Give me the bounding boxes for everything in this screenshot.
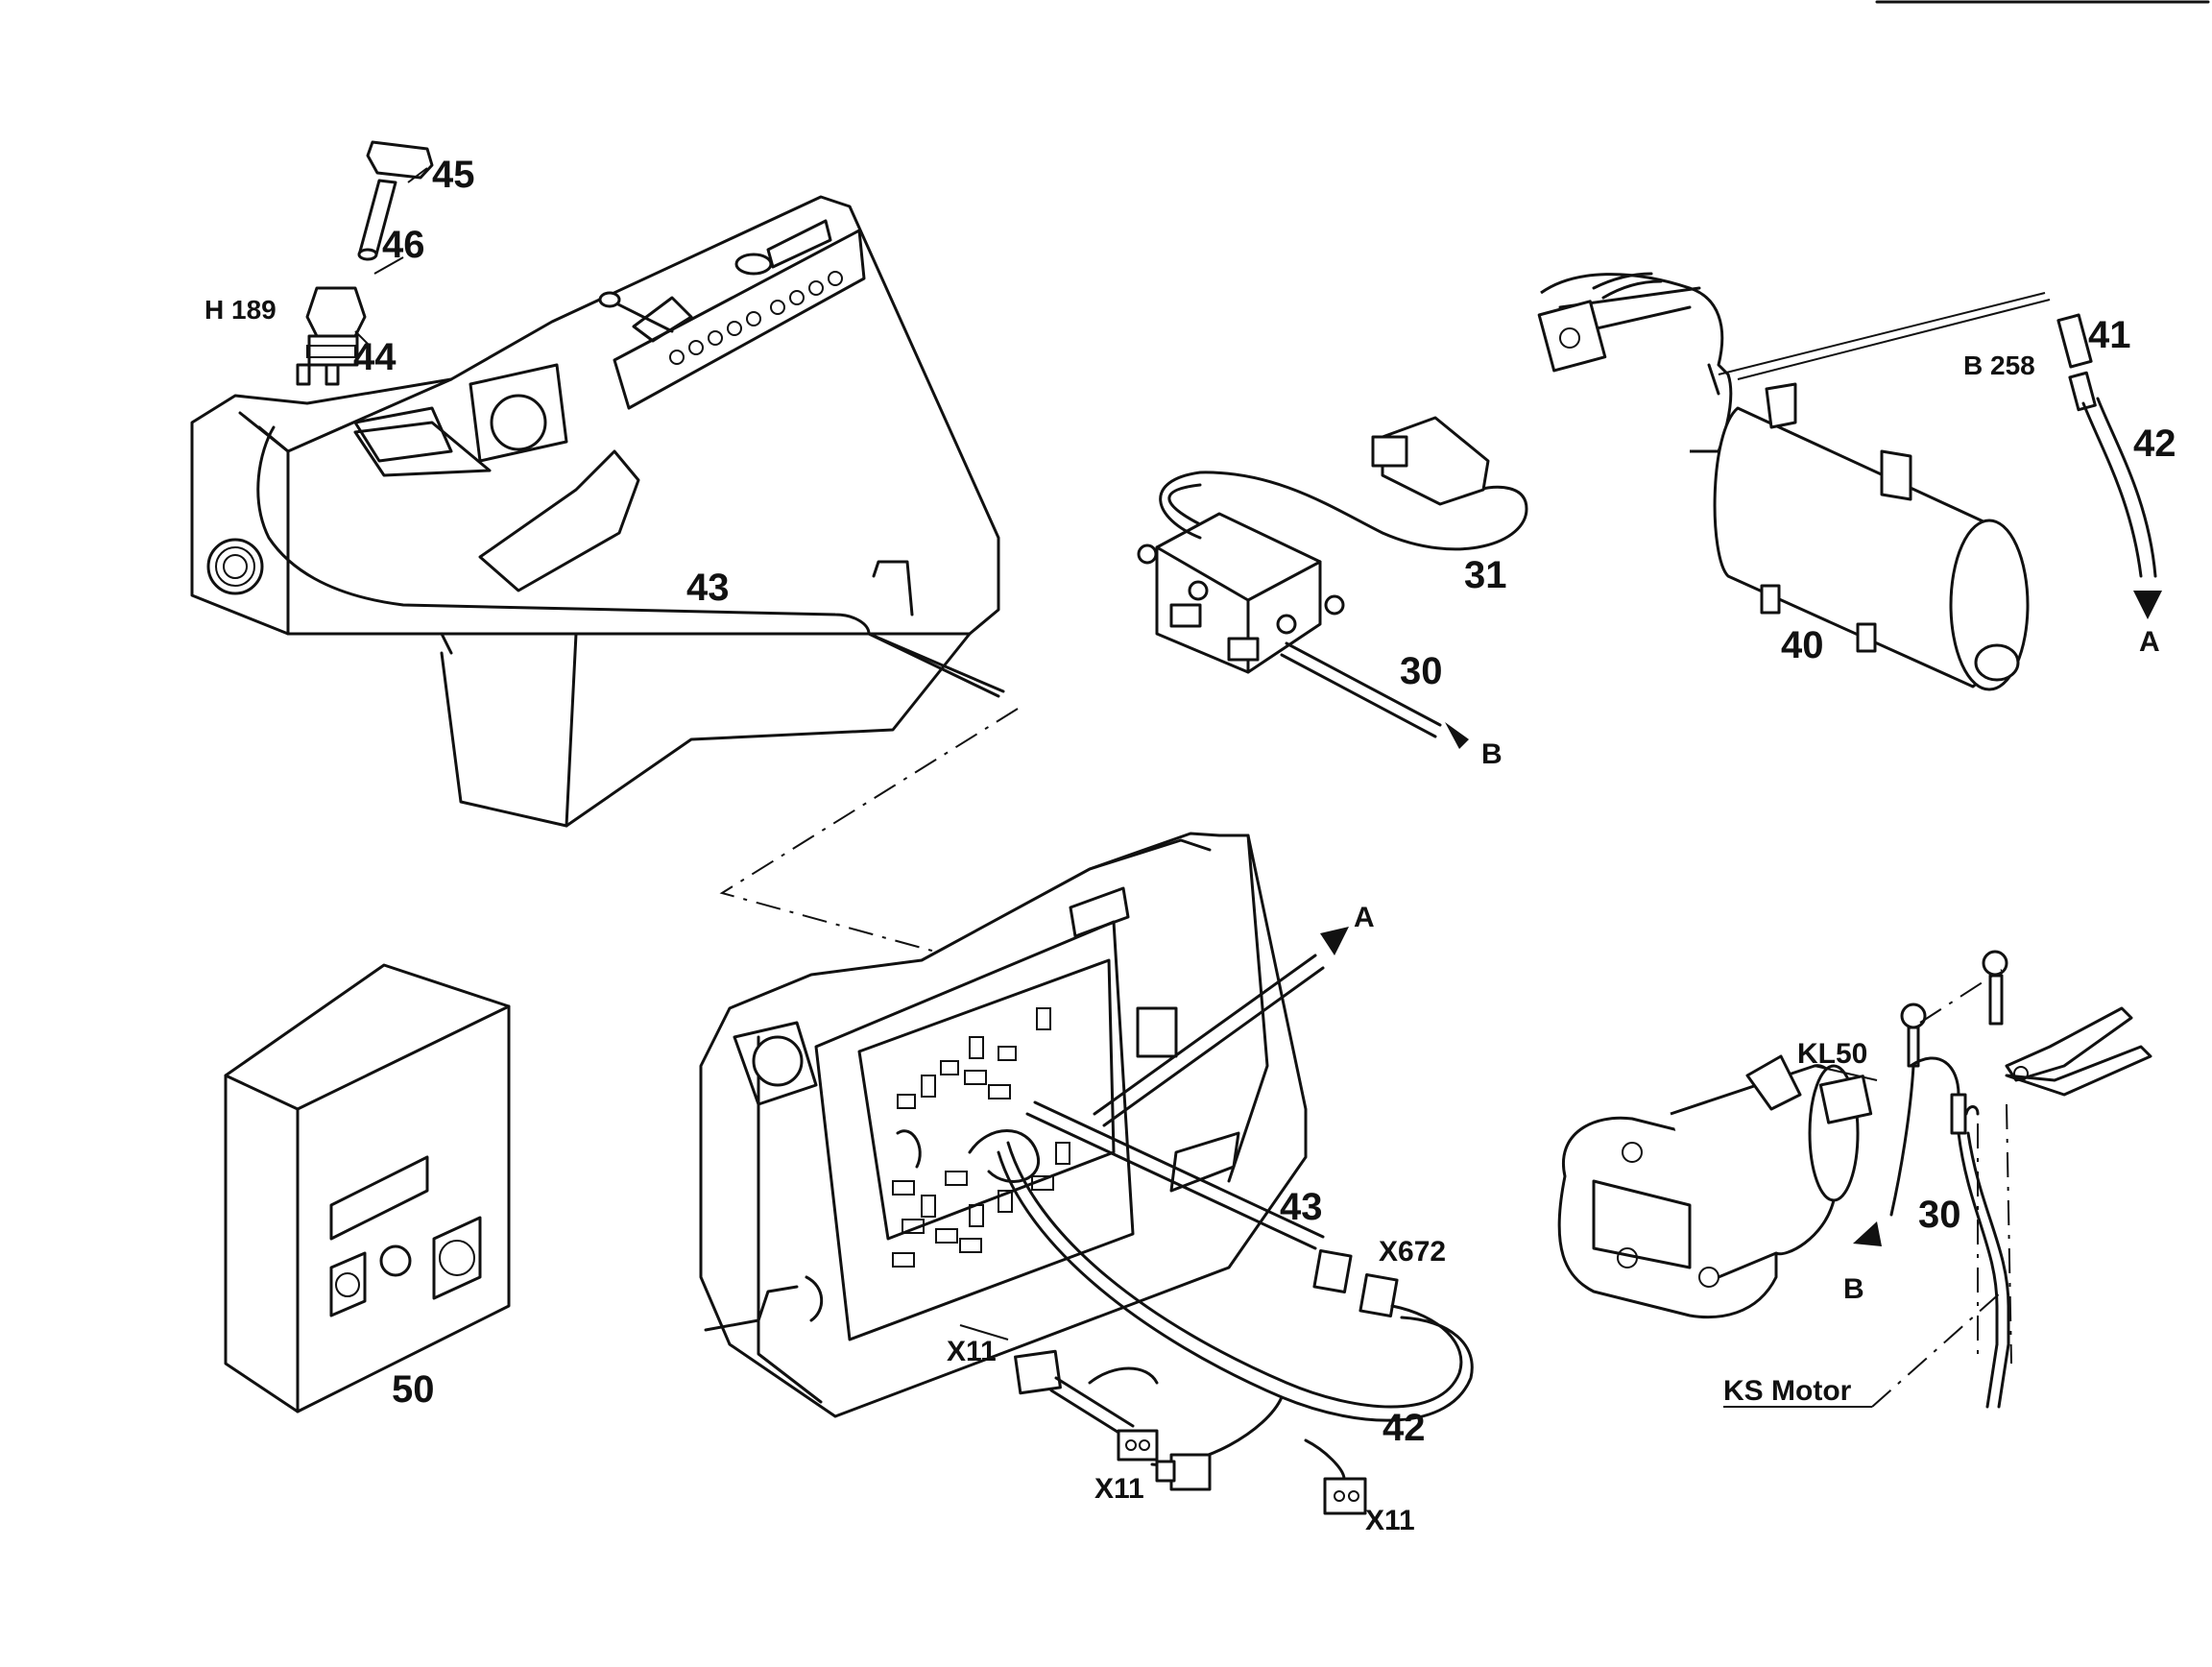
junction-box-30: [1137, 512, 1345, 674]
label-a-top: A: [2139, 626, 2160, 658]
label-b-right: B: [1843, 1273, 1864, 1305]
label-41: 41: [2088, 314, 2131, 356]
label-43-mid: 43: [1280, 1186, 1323, 1228]
cable-a-mid: [1093, 954, 1317, 1116]
cable-31: [1159, 471, 1528, 551]
sensor-41: [2056, 313, 2097, 412]
connector-x11-b: [1155, 1453, 1212, 1491]
label-40: 40: [1781, 624, 1824, 666]
control-box-50: [224, 963, 511, 1413]
cable-30: [1285, 641, 1442, 727]
electrical-cabinet: [699, 832, 1308, 1418]
cable-kl50: [1889, 1003, 1967, 1217]
dash-kl50: [1919, 969, 2003, 1024]
dash-link-43: [719, 708, 1038, 980]
label-30-right: 30: [1918, 1194, 1961, 1236]
connector-x672: [1312, 1249, 1399, 1317]
label-30-top: 30: [1400, 650, 1443, 692]
label-b258: B 258: [1963, 350, 2035, 380]
connector-x11-a: [1014, 1349, 1159, 1462]
cable-42-top: [2081, 401, 2143, 578]
corrugated-pipe: [1592, 272, 1663, 300]
cable-43-top: [256, 425, 1000, 698]
label-44: 44: [353, 336, 397, 378]
label-46: 46: [382, 224, 425, 266]
label-43-top: 43: [686, 567, 730, 609]
label-x11-b: X11: [1094, 1473, 1144, 1505]
label-ks-motor: KS Motor: [1723, 1375, 1852, 1407]
label-42-top: 42: [2133, 423, 2176, 465]
arrow-b-top: [1445, 722, 1469, 749]
leader-41: [1718, 292, 2046, 375]
label-h189: H 189: [204, 295, 276, 325]
crimp-tool: [2005, 1006, 2152, 1097]
cable-43-mid: [1025, 1112, 1317, 1250]
cable-30-right: [1957, 950, 2010, 1409]
connector-x11-c: [1323, 1477, 1367, 1515]
panel-components: [892, 1007, 1070, 1268]
plug-31: [1371, 416, 1490, 506]
key-switch-44: [296, 286, 367, 386]
starter-motor: [1557, 1054, 1873, 1319]
arrow-a-mid: [1320, 927, 1349, 955]
label-50: 50: [392, 1368, 435, 1411]
control-desk-housing: [190, 195, 1000, 828]
label-x672: X672: [1379, 1236, 1446, 1268]
cable-42-mid: [1006, 1141, 1463, 1409]
leader-kl50: [1814, 1065, 1878, 1081]
leader-lines-top-left: [354, 167, 428, 347]
arrow-a-top: [2133, 591, 2162, 619]
label-x11-c: X11: [1365, 1505, 1415, 1536]
label-a-mid: A: [1354, 902, 1375, 933]
label-45: 45: [432, 154, 475, 196]
label-31: 31: [1464, 554, 1507, 596]
silencer-40: [1537, 273, 2030, 691]
label-x11-a: X11: [947, 1336, 997, 1367]
dash-ks-motor: [1871, 1291, 2003, 1408]
label-b-top: B: [1481, 738, 1503, 770]
label-42-bot: 42: [1382, 1407, 1426, 1449]
label-kl50: KL50: [1797, 1038, 1867, 1070]
leader-x11-a: [959, 1324, 1009, 1341]
key-46: [357, 179, 397, 261]
arrow-b-right: [1853, 1221, 1882, 1246]
key-45: [366, 140, 434, 180]
